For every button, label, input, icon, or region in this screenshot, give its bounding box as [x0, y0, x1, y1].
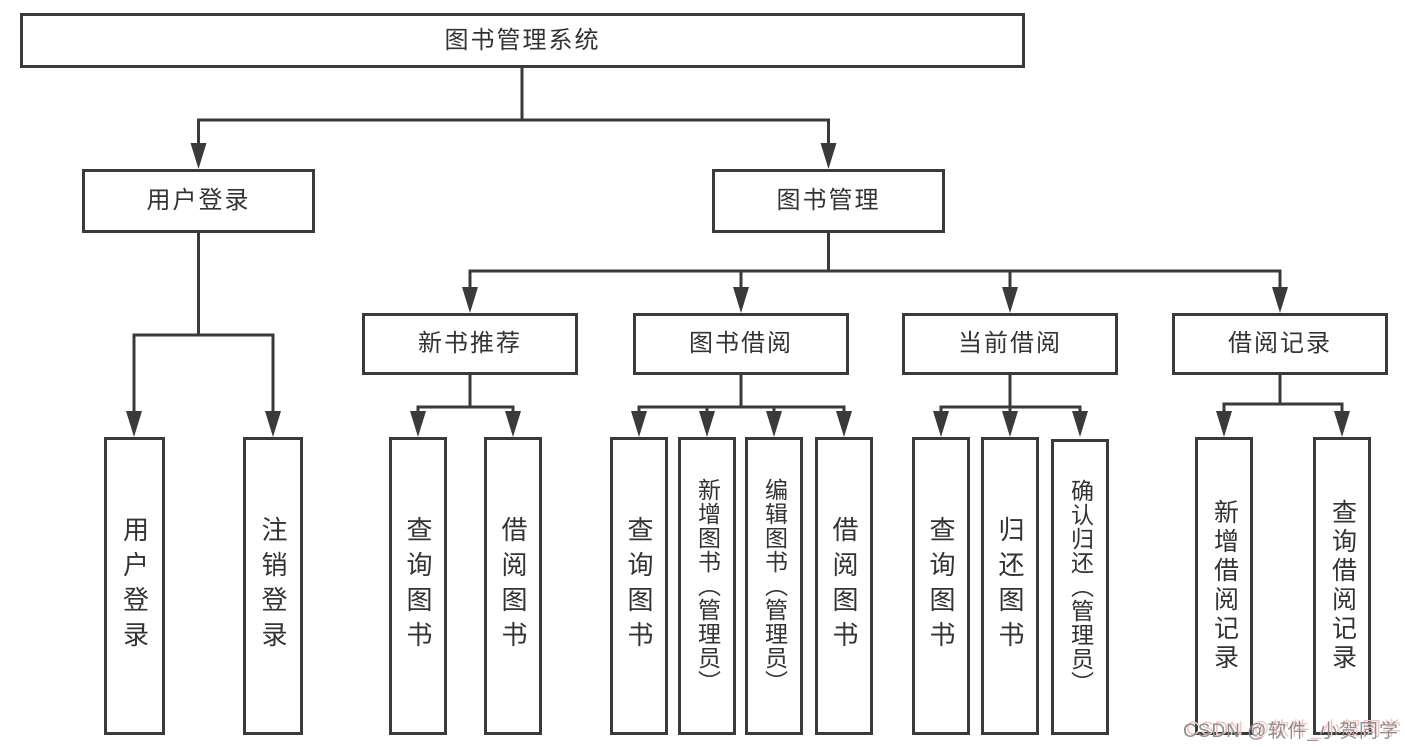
- arrow-icon: [766, 411, 782, 437]
- connector-userlogin-to-leaves: [132, 233, 275, 418]
- arrow-icon: [190, 143, 207, 169]
- node-leaf-bb-query-book: 查询图书: [610, 437, 668, 735]
- arrow-icon: [126, 411, 142, 437]
- arrow-icon: [699, 411, 715, 437]
- node-leaf-br-add-record: 新增借阅记录: [1195, 437, 1253, 735]
- node-leaf-user-login: 用户登录: [104, 437, 165, 735]
- arrow-icon: [1216, 411, 1232, 437]
- connector-root-to-level2: [197, 68, 830, 150]
- node-book-borrow: 图书借阅: [633, 313, 849, 375]
- node-leaf-bb-edit-book-admin: 编辑图书（管理员）: [745, 437, 803, 735]
- connector-bookmgmt-to-level3: [468, 233, 1282, 292]
- arrow-icon: [836, 411, 852, 437]
- node-borrow-records: 借阅记录: [1172, 313, 1388, 375]
- arrow-icon: [1002, 411, 1018, 437]
- arrow-icon: [1002, 287, 1018, 313]
- node-book-management: 图书管理: [712, 169, 945, 233]
- arrow-icon: [631, 411, 647, 437]
- connector-borrowrecords-to-leaves: [1222, 375, 1344, 416]
- node-leaf-cb-confirm-return-admin: 确认归还（管理员）: [1051, 439, 1109, 735]
- connector-newbook-to-leaves: [416, 375, 515, 416]
- node-current-borrow: 当前借阅: [902, 313, 1118, 375]
- node-user-login-group: 用户登录: [82, 169, 315, 233]
- node-leaf-bb-add-book-admin: 新增图书（管理员）: [678, 437, 736, 735]
- arrow-icon: [265, 411, 281, 437]
- arrow-icon: [1334, 411, 1350, 437]
- node-leaf-cb-return-book: 归还图书: [981, 437, 1039, 735]
- arrow-icon: [820, 143, 837, 169]
- node-root-system: 图书管理系统: [20, 13, 1025, 68]
- connector-bookborrow-to-leaves: [637, 375, 846, 416]
- arrow-icon: [410, 411, 426, 437]
- node-leaf-logout: 注销登录: [243, 437, 303, 735]
- arrowheads: [126, 143, 1350, 437]
- node-new-book-recommend: 新书推荐: [362, 313, 578, 375]
- arrow-icon: [1072, 411, 1088, 437]
- arrow-icon: [1272, 287, 1288, 313]
- arrow-icon: [505, 411, 521, 437]
- node-leaf-nb-query-book: 查询图书: [389, 437, 447, 735]
- arrow-icon: [933, 411, 949, 437]
- csdn-watermark: CSDN @软件_小贺同学: [1183, 721, 1399, 742]
- arrow-icon: [733, 287, 749, 313]
- arrow-icon: [462, 287, 478, 313]
- connector-currentborrow-to-leaves: [939, 375, 1082, 416]
- node-leaf-bb-borrow-book: 借阅图书: [815, 437, 873, 735]
- node-leaf-nb-borrow-book: 借阅图书: [484, 437, 542, 735]
- node-leaf-cb-query-book: 查询图书: [912, 437, 970, 735]
- node-leaf-br-query-record: 查询借阅记录: [1313, 437, 1371, 735]
